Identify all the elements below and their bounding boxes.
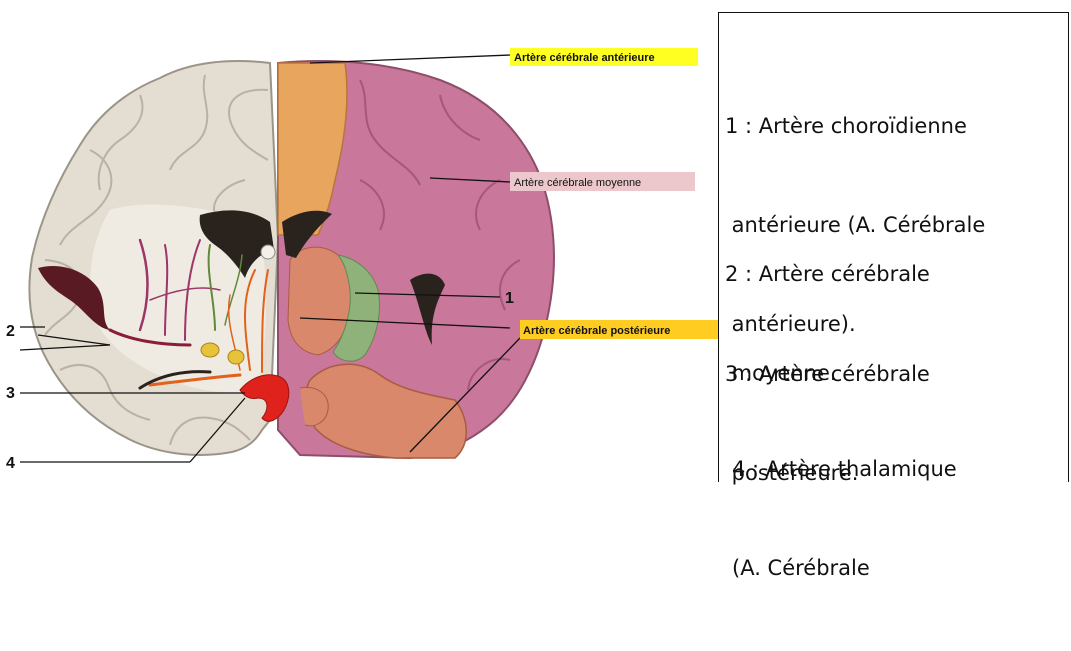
septum-dot: [261, 245, 275, 259]
legend-panel: 1 : Artère choroïdienne antérieure (A. C…: [718, 12, 1069, 482]
number-3-label: 3: [6, 385, 15, 402]
number-1-label: 1: [505, 290, 514, 307]
middle-artery-callout: Artère cérébrale moyenne: [514, 177, 641, 189]
legend-item-2-line-1: 2 : Artère cérébrale: [725, 258, 930, 291]
legend-item-1-line-1: 1 : Artère choroïdienne: [725, 110, 985, 143]
posterior-artery-callout: Artère cérébrale postérieure: [523, 325, 670, 337]
anterior-artery-callout: Artère cérébrale antérieure: [514, 52, 655, 64]
nucleus-dot-2: [228, 350, 244, 364]
number-4-label: 4: [6, 455, 15, 472]
number-2-label: 2: [6, 323, 15, 340]
legend-item-4-line-1: 4 : Artère thalamique: [732, 453, 957, 486]
legend-item-4-line-2: (A. Cérébrale: [732, 552, 957, 585]
nucleus-dot-1: [201, 343, 219, 357]
legend-item-4: 4 : Artère thalamique (A. Cérébrale: [732, 387, 957, 651]
